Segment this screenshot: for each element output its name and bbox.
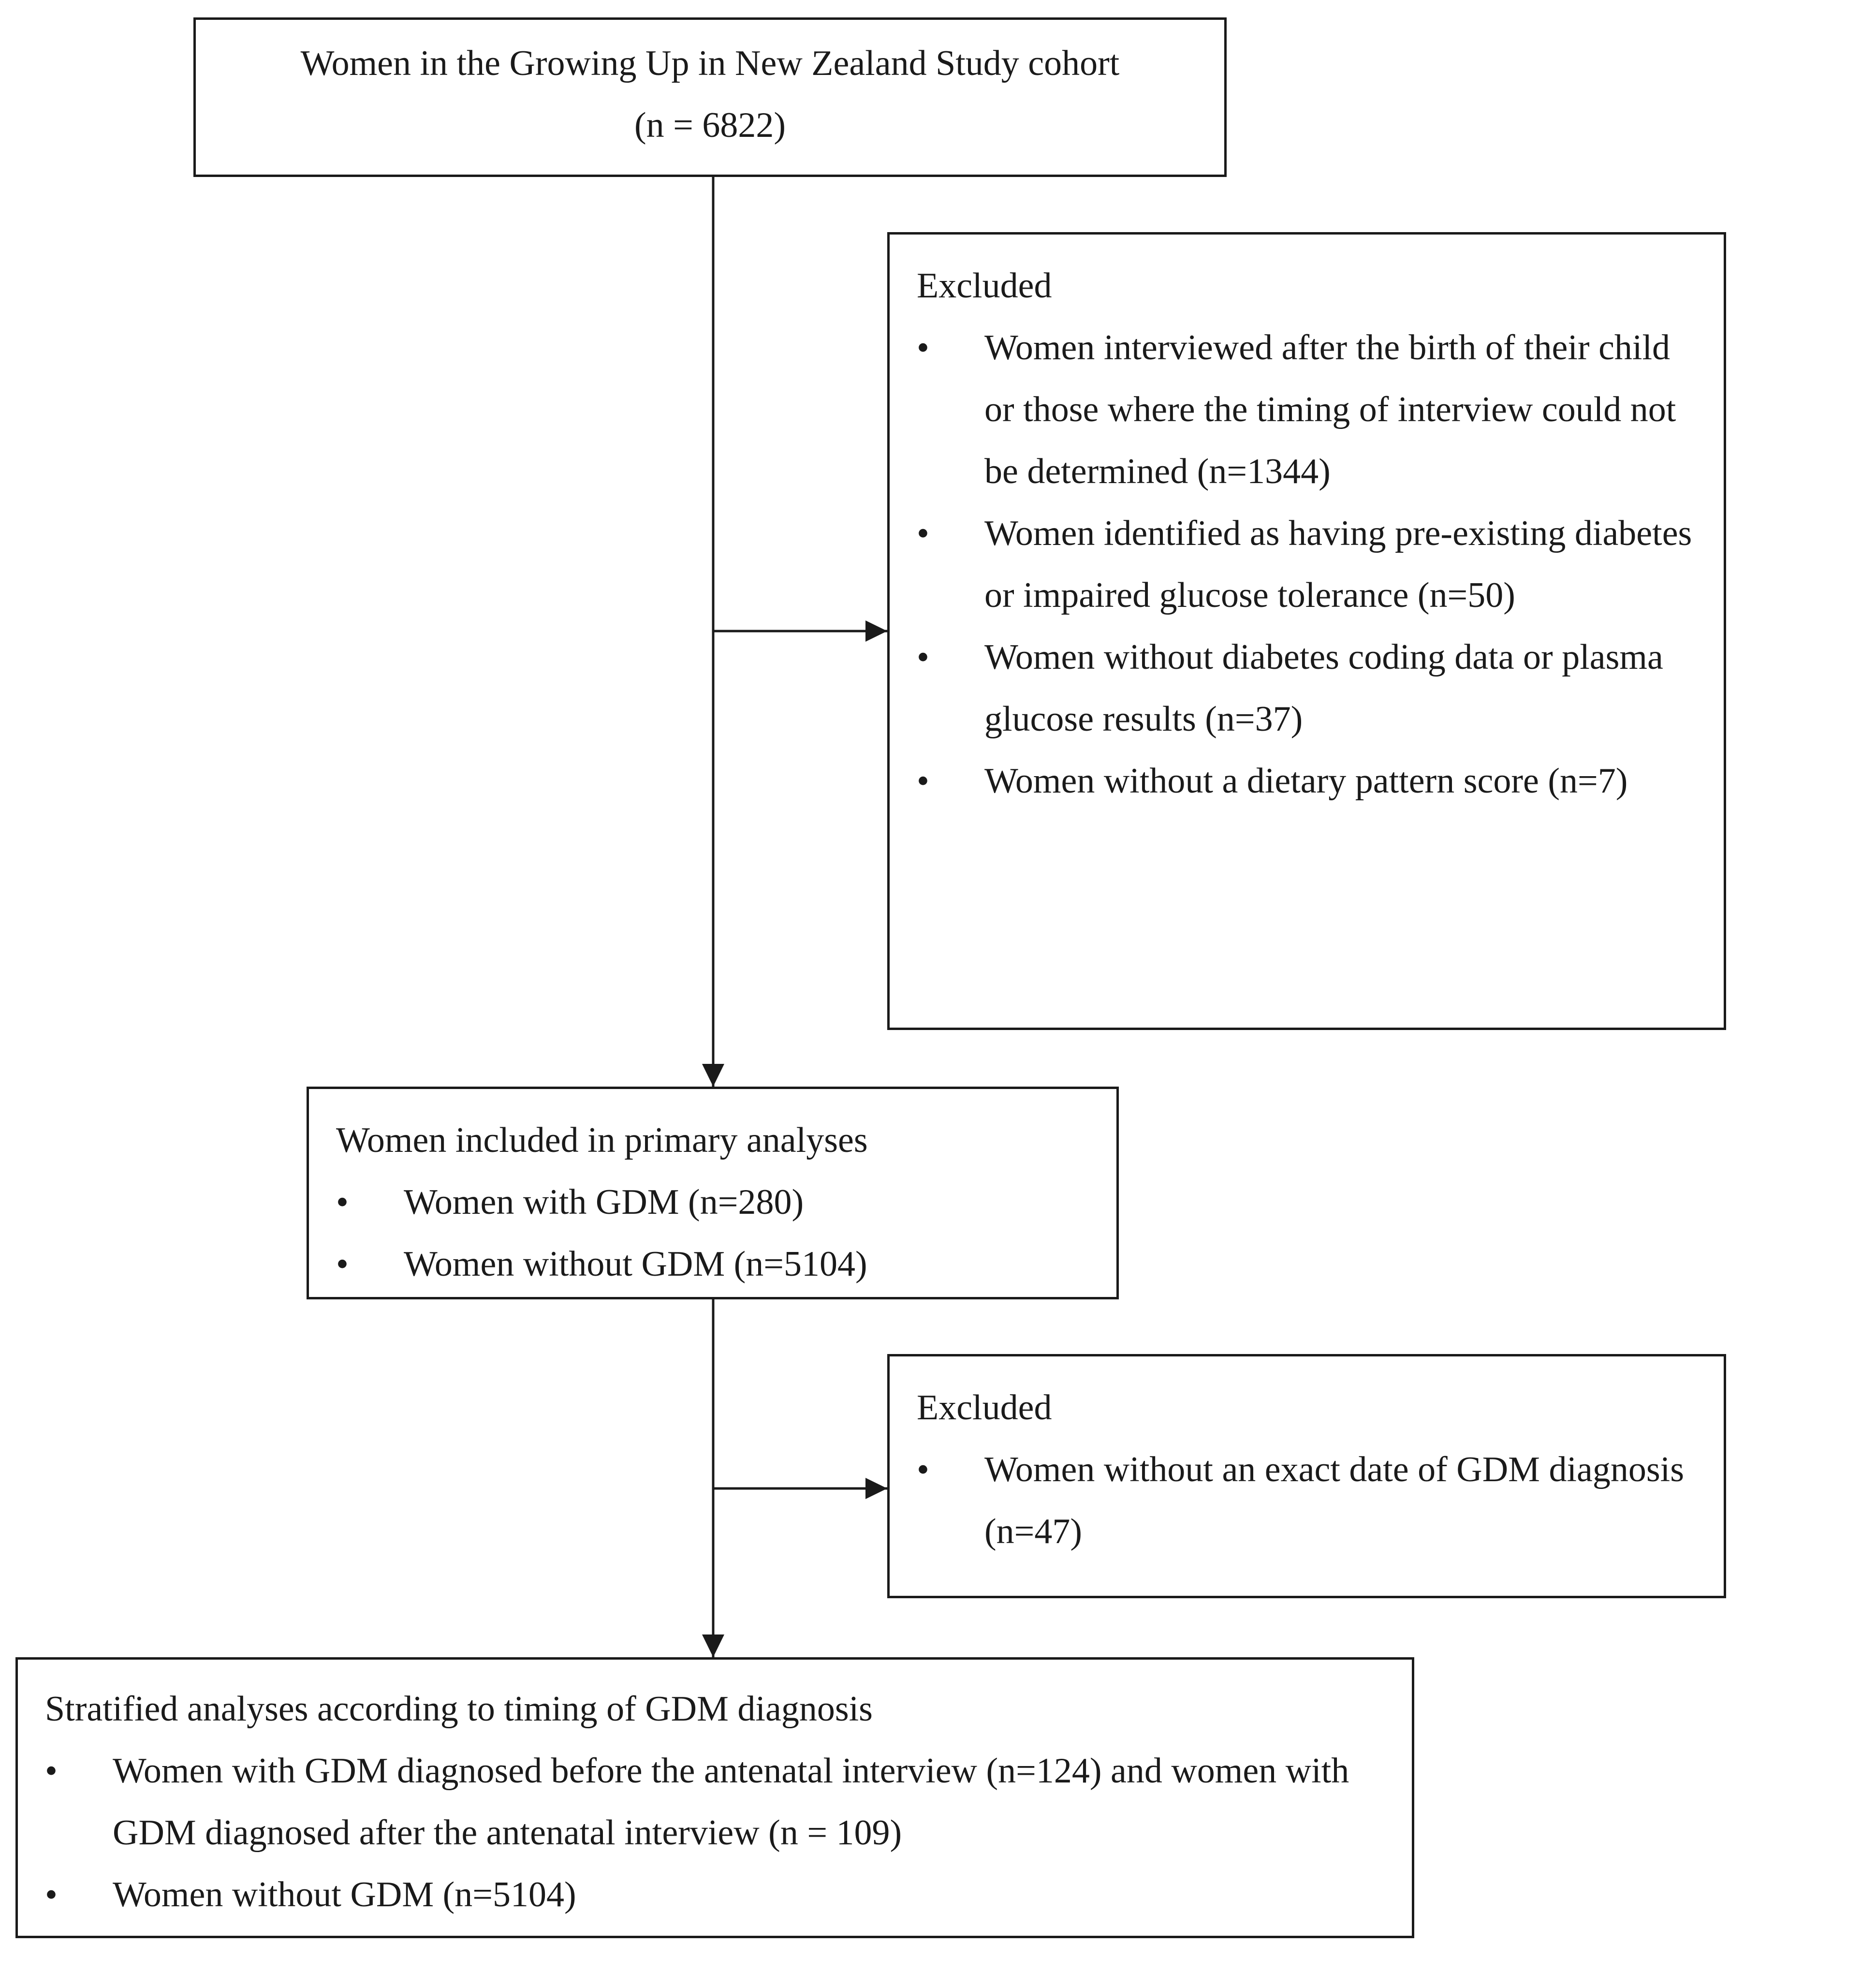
excluded-box-first: Excluded • Women interviewed after the bi… (887, 232, 1726, 1030)
stratified-analyses-box: Stratified analyses according to timing … (15, 1657, 1414, 1938)
bullet-icon: • (917, 761, 929, 801)
list-item: • Women without GDM (n=5104) (336, 1233, 1097, 1295)
excluded-box-second: Excluded • Women without an exact date of… (887, 1354, 1726, 1598)
cohort-box: Women in the Growing Up in New Zealand S… (193, 17, 1227, 177)
list-item: • Women without diabetes coding data or p… (917, 626, 1704, 750)
list-item: • Women with GDM diagnosed before the ant… (45, 1740, 1392, 1864)
cohort-label: Women in the Growing Up in New Zealand S… (300, 44, 1120, 83)
bullet-icon: • (917, 1450, 929, 1489)
list-item: • Women with GDM (n=280) (336, 1171, 1097, 1233)
stratified-title: Stratified analyses according to timing … (45, 1689, 873, 1729)
group-text: Women with GDM (n=280) (404, 1182, 804, 1222)
stratified-list: • Women with GDM diagnosed before the ant… (45, 1740, 1392, 1926)
bullet-icon: • (45, 1751, 58, 1791)
exclusion-text: Women identified as having pre-existing … (984, 514, 1692, 615)
group-text: Women with GDM diagnosed before the ante… (113, 1751, 1349, 1853)
bullet-icon: • (917, 328, 929, 368)
group-text: Women without GDM (n=5104) (113, 1875, 576, 1914)
bullet-icon: • (45, 1875, 58, 1914)
arrowhead-stratified (702, 1634, 724, 1657)
bullet-icon: • (917, 637, 929, 677)
exclusion-list: • Women without an exact date of GDM diag… (917, 1439, 1704, 1562)
exclusion-text: Women without an exact date of GDM diagn… (984, 1450, 1685, 1551)
exclusion-text: Women without a dietary pattern score (n… (984, 761, 1628, 801)
group-text: Women without GDM (n=5104) (404, 1244, 867, 1284)
primary-list: • Women with GDM (n=280) • Women without G… (336, 1171, 1097, 1295)
list-item: • Women without a dietary pattern score (… (917, 750, 1704, 812)
arrowhead-excluded-second (865, 1478, 887, 1499)
list-item: • Women identified as having pre-existing… (917, 502, 1704, 626)
primary-analyses-box: Women included in primary analyses • Wome… (307, 1087, 1119, 1299)
exclusion-list: • Women interviewed after the birth of th… (917, 317, 1704, 812)
excluded-title: Excluded (917, 266, 1052, 306)
bullet-icon: • (336, 1244, 349, 1284)
list-item: • Women without GDM (n=5104) (45, 1864, 1392, 1926)
arrowhead-excluded-first (865, 620, 887, 642)
exclusion-text: Women without diabetes coding data or pl… (984, 637, 1663, 739)
excluded-title: Excluded (917, 1388, 1052, 1428)
cohort-count: (n = 6822) (634, 105, 786, 145)
list-item: • Women interviewed after the birth of th… (917, 317, 1704, 502)
bullet-icon: • (917, 514, 929, 553)
list-item: • Women without an exact date of GDM diag… (917, 1439, 1704, 1562)
arrowhead-primary (702, 1064, 724, 1087)
primary-title: Women included in primary analyses (336, 1120, 868, 1160)
bullet-icon: • (336, 1182, 349, 1222)
exclusion-text: Women interviewed after the birth of the… (984, 328, 1676, 491)
